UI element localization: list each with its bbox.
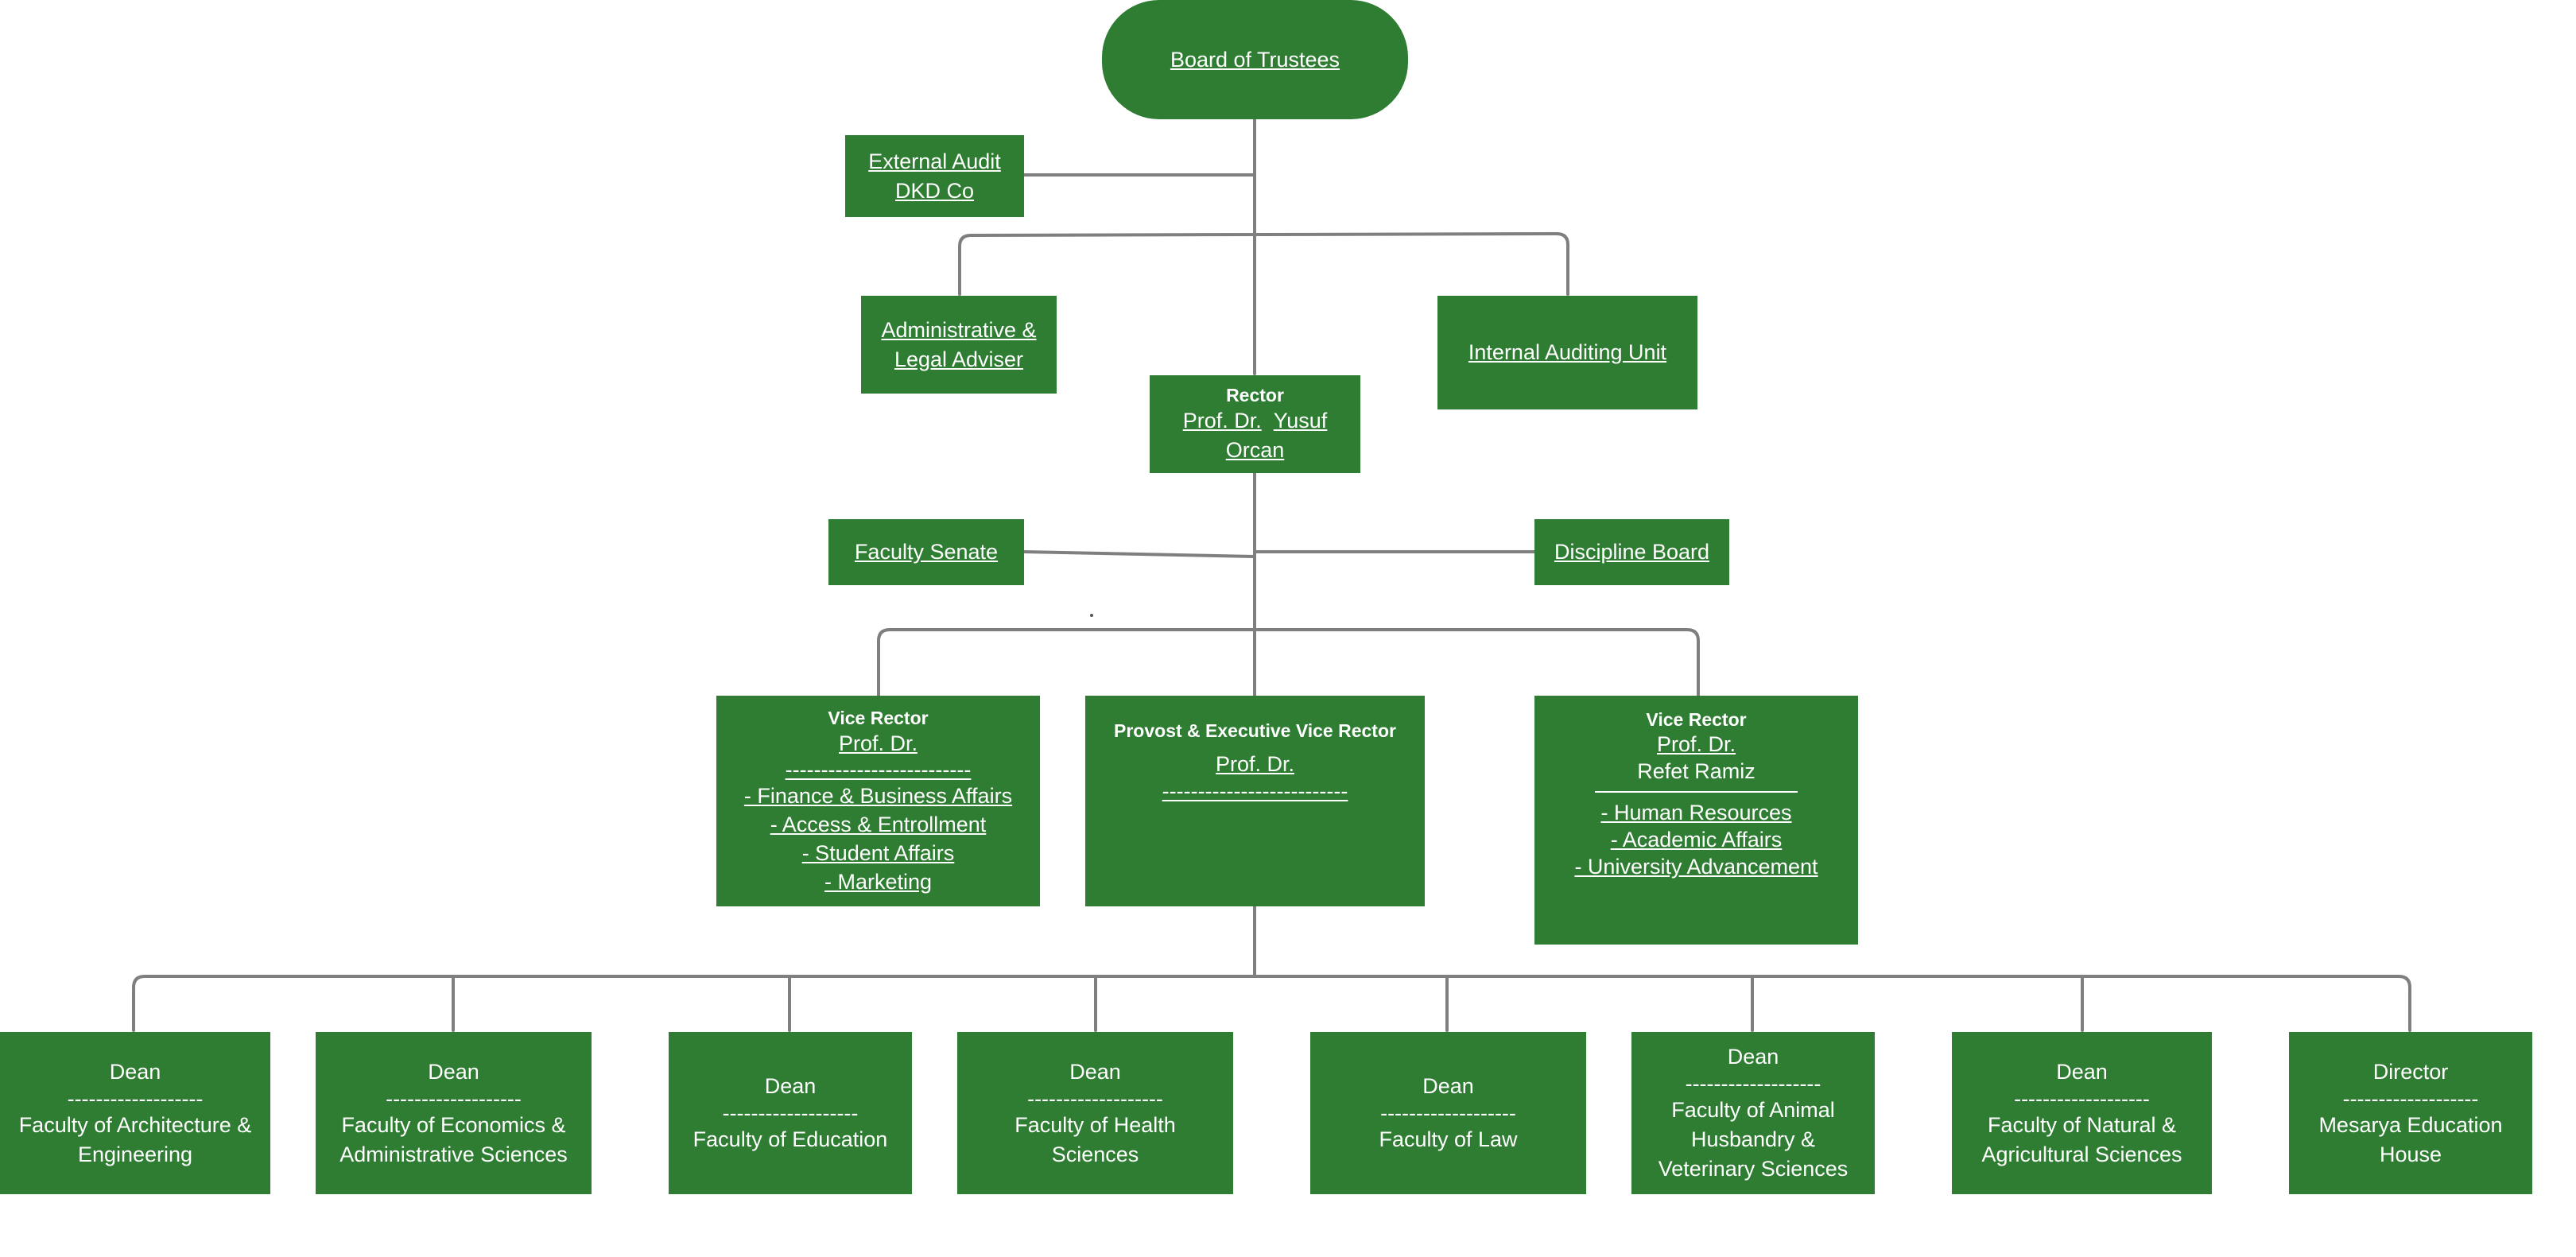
unit-role: Dean [764,1074,817,1098]
unit-name-line2: Agricultural Sciences [1981,1142,2182,1166]
vice-rector-right-box[interactable]: Vice Rector Prof. Dr. Refet Ramiz - Huma… [1534,696,1858,945]
internal-auditing-unit-box[interactable]: Internal Auditing Unit [1437,296,1697,409]
admin-legal-line2: Legal Adviser [894,347,1024,371]
stray-dot [1090,614,1093,617]
unit-role: Dean [1069,1059,1121,1084]
vice-rector-left-duty-3: - Student Affairs [801,840,955,865]
dean-economics-box[interactable]: Dean ------------------- Faculty of Econ… [316,1032,592,1194]
vice-rector-right-title: Vice Rector [1646,709,1747,730]
provost-title: Provost & Executive Vice Rector [1114,720,1396,741]
board-of-trustees-box[interactable]: Board of Trustees [1102,0,1408,119]
unit-name-line1: Faculty of Natural & [1987,1112,2177,1137]
rector-name: Yusuf Orcan [1225,408,1328,462]
vice-rector-left-name: Prof. Dr. [838,731,918,755]
unit-role: Dean [1422,1074,1474,1098]
unit-role: Dean [2056,1059,2108,1084]
unit-name-line2: Administrative Sciences [339,1142,568,1166]
vice-rector-left-box[interactable]: Vice Rector Prof. Dr. ------------------… [716,696,1040,906]
vice-rector-right-person: Refet Ramiz [1637,759,1755,783]
director-mesarya-box[interactable]: Director ------------------- Mesarya Edu… [2289,1032,2532,1194]
faculty-senate-line [1022,550,1256,558]
provost-separator: -------------------------- [1162,779,1348,803]
unit-role: Dean [428,1059,479,1084]
unit-name-line1: Faculty of Education [692,1127,888,1151]
unit-separator: ------------------- [386,1086,522,1111]
unit-role: Dean [1727,1045,1779,1069]
board-of-trustees-label: Board of Trustees [1170,47,1340,72]
rector-title: Rector [1226,384,1284,405]
discipline-board-label: Discipline Board [1554,540,1710,564]
unit-name-line2: Husbandry & [1690,1127,1816,1151]
unit-name-line1: Faculty of Law [1379,1127,1518,1151]
external-audit-line1: External Audit [868,149,1001,173]
internal-auditing-label: Internal Auditing Unit [1468,340,1667,364]
vice-rector-right-duty-2: - Academic Affairs [1610,828,1783,852]
vice-rector-right-name: Prof. Dr. [1656,732,1736,756]
unit-separator: ------------------- [1027,1086,1163,1111]
unit-name-line2: Engineering [77,1142,193,1166]
dean-animal-husbandry-box[interactable]: Dean ------------------- Faculty of Anim… [1631,1032,1875,1194]
rector-name-line: Prof. Dr. Yusuf Orcan [1156,406,1354,465]
unit-separator: ------------------- [722,1101,859,1125]
dean-natural-agricultural-box[interactable]: Dean ------------------- Faculty of Natu… [1952,1032,2212,1194]
vice-rector-left-duty-2: - Access & Entrollment [770,812,987,836]
dean-law-box[interactable]: Dean ------------------- Faculty of Law [1310,1032,1586,1194]
faculty-senate-box[interactable]: Faculty Senate [828,519,1024,585]
vice-rector-right-duty-3: - University Advancement [1574,855,1818,879]
vice-rector-branch-line [877,628,1700,697]
unit-name-line3: Veterinary Sciences [1658,1157,1849,1181]
unit-name-line1: Faculty of Animal [1671,1098,1835,1122]
admin-legal-line1: Administrative & [881,317,1037,342]
dean-health-box[interactable]: Dean ------------------- Faculty of Heal… [957,1032,1233,1194]
unit-name-line1: Mesarya Education [2318,1112,2503,1137]
external-audit-line2: DKD Co [894,178,975,203]
external-audit-box[interactable]: External Audit DKD Co [845,135,1024,217]
units-branch-line [132,975,2411,1032]
upper-branch-line [958,232,1569,296]
unit-separator: ------------------- [2014,1086,2150,1111]
unit-name-line2: House [2379,1142,2442,1166]
vice-rector-left-separator: -------------------------- [785,757,972,782]
rector-name-prefix: Prof. Dr. [1182,408,1262,433]
unit-separator: ------------------- [1380,1101,1516,1125]
rector-box[interactable]: Rector Prof. Dr. Yusuf Orcan [1150,375,1360,473]
dean-architecture-box[interactable]: Dean ------------------- Faculty of Arch… [0,1032,270,1194]
faculty-senate-label: Faculty Senate [854,540,999,564]
unit-name-line1: Faculty of Architecture & [18,1112,252,1137]
vice-rector-right-divider [1595,791,1798,793]
vice-rector-left-title: Vice Rector [828,707,929,728]
unit-name-line2: Sciences [1051,1142,1139,1166]
vice-rector-left-duty-1: - Finance & Business Affairs [743,783,1013,808]
provost-name: Prof. Dr. [1215,752,1295,776]
unit-name-line1: Faculty of Economics & [341,1112,566,1137]
vice-rector-right-duty-1: - Human Resources [1600,801,1792,824]
vice-rector-left-duty-4: - Marketing [824,869,933,894]
admin-legal-adviser-box[interactable]: Administrative & Legal Adviser [861,296,1057,394]
unit-name-line1: Faculty of Health [1014,1112,1176,1137]
discipline-board-box[interactable]: Discipline Board [1534,519,1729,585]
unit-role: Director [2372,1059,2449,1084]
dean-education-box[interactable]: Dean ------------------- Faculty of Educ… [669,1032,912,1194]
unit-role: Dean [109,1059,161,1084]
unit-separator: ------------------- [2342,1086,2479,1111]
unit-separator: ------------------- [67,1086,204,1111]
unit-separator: ------------------- [1685,1072,1821,1096]
provost-box[interactable]: Provost & Executive Vice Rector Prof. Dr… [1085,696,1425,906]
